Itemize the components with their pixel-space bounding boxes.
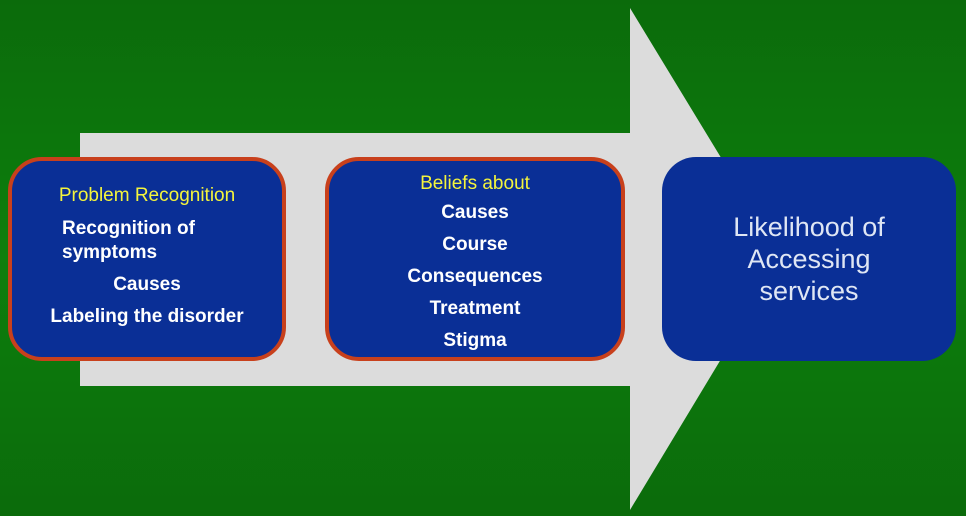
box-heading: Problem Recognition — [58, 185, 236, 206]
box-item: Recognition of symptoms — [62, 218, 195, 263]
box-item: Labeling the disorder — [50, 306, 244, 327]
outcome-box: Likelihood of Accessing services — [662, 157, 956, 361]
box-item: Consequences — [407, 266, 543, 287]
box-item: Causes — [113, 274, 181, 295]
box-item: Causes — [441, 202, 509, 223]
beliefs-box: Beliefs about Causes Course Consequences… — [325, 157, 625, 361]
box-heading: Beliefs about — [420, 173, 530, 194]
box-item: Treatment — [429, 298, 521, 319]
outcome-text: Likelihood of Accessing services — [733, 212, 885, 306]
problem-recognition-box: Problem Recognition Recognition of sympt… — [8, 157, 286, 361]
box-item: Stigma — [443, 330, 507, 351]
box-item: Course — [442, 234, 508, 255]
